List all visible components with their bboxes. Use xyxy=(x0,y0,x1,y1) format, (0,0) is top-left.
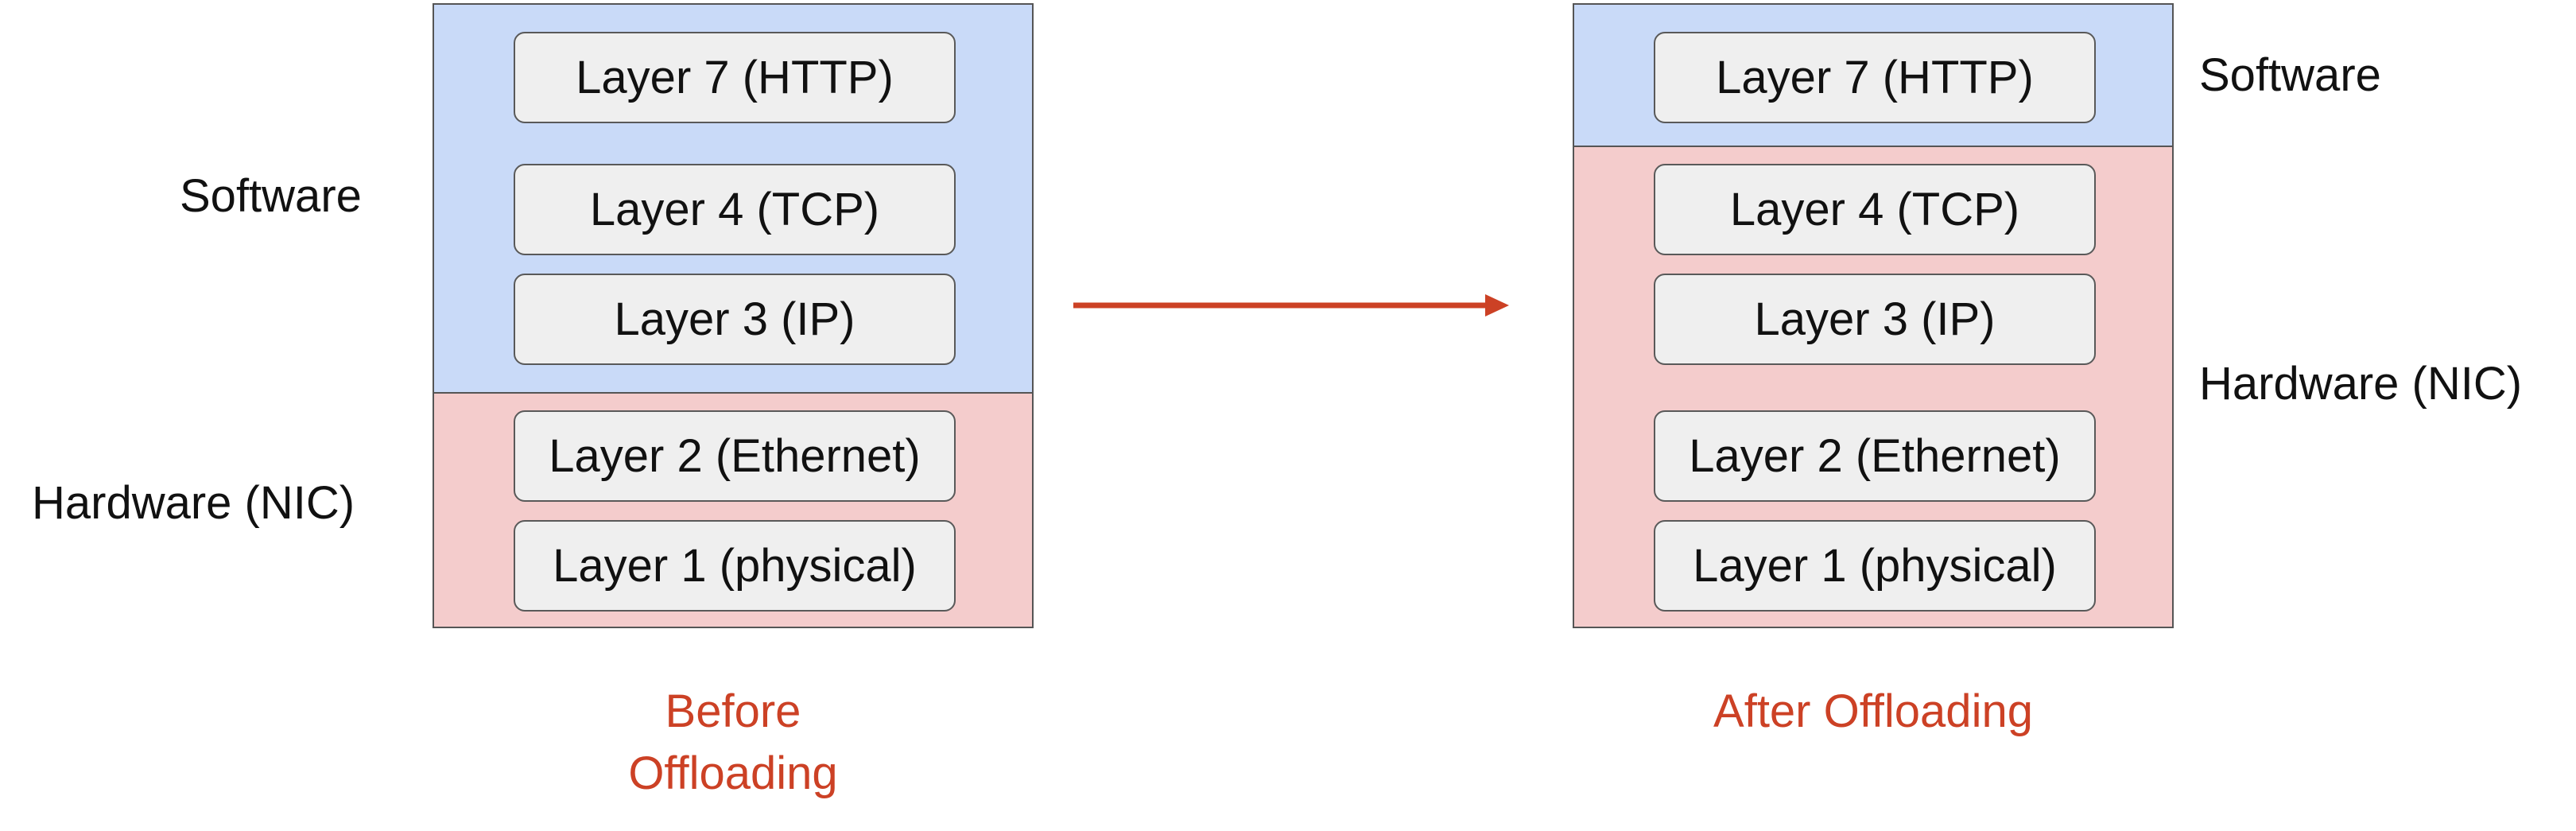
arrow-head xyxy=(1485,294,1509,316)
offload-arrow xyxy=(1073,294,1509,316)
after-layer-3-box: Layer 3 (IP) xyxy=(1654,274,2096,365)
after-hardware-label: Hardware (NIC) xyxy=(2199,358,2523,410)
before-layer-7-box: Layer 7 (HTTP) xyxy=(514,32,956,123)
after-layer-2-box: Layer 2 (Ethernet) xyxy=(1654,410,2096,502)
before-hardware-label: Hardware (NIC) xyxy=(32,477,355,529)
after-caption: After Offloading xyxy=(1713,685,2033,737)
before-caption-line1: Before xyxy=(665,685,801,737)
before-layer-3-box: Layer 3 (IP) xyxy=(514,274,956,365)
after-region-divider xyxy=(1574,146,2172,147)
after-layer-4-box: Layer 4 (TCP) xyxy=(1654,164,2096,255)
before-software-label: Software xyxy=(180,170,362,222)
before-layer-4-box: Layer 4 (TCP) xyxy=(514,164,956,255)
after-layer-1-box: Layer 1 (physical) xyxy=(1654,520,2096,612)
before-layer-1-box: Layer 1 (physical) xyxy=(514,520,956,612)
after-layer-7-box: Layer 7 (HTTP) xyxy=(1654,32,2096,123)
before-caption: Before Offloading xyxy=(534,681,932,805)
before-layer-2-box: Layer 2 (Ethernet) xyxy=(514,410,956,502)
before-region-divider xyxy=(434,392,1032,394)
after-software-label: Software xyxy=(2199,49,2381,101)
after-stack: Layer 7 (HTTP) Layer 4 (TCP) Layer 3 (IP… xyxy=(1573,3,2174,628)
before-caption-line2: Offloading xyxy=(628,748,838,799)
before-stack: Layer 7 (HTTP) Layer 4 (TCP) Layer 3 (IP… xyxy=(433,3,1034,628)
